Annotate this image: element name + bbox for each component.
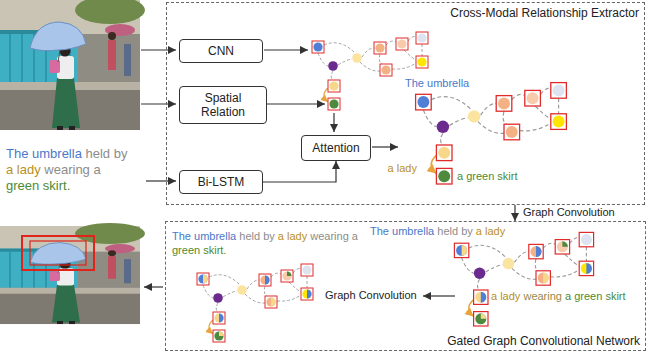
- annotation-text: The umbrella: [6, 146, 82, 162]
- relation-graph: [454, 232, 593, 326]
- annotation-text: a lady: [476, 225, 505, 238]
- annotation-text: a green skirt: [457, 170, 518, 183]
- annotation-text: The umbrella: [405, 77, 469, 90]
- annotation-group: a lady: [360, 162, 420, 175]
- connector-arrow: [514, 205, 515, 221]
- annotation-text: a lady: [6, 162, 41, 178]
- box-label: Bi-LSTM: [198, 175, 245, 189]
- annotation-text: held by: [239, 229, 274, 243]
- module-region: Cross-Modal Relationship ExtractorCNN Spa…: [166, 2, 645, 205]
- annotation-text: wearing a: [44, 162, 100, 178]
- module-title: Gated Graph Convolutional Network: [447, 334, 640, 348]
- connector-arrow: [263, 161, 336, 182]
- annotation-group: The umbrellaheld by a lady: [370, 225, 508, 238]
- annotation-group: a green skirt: [457, 170, 521, 183]
- annotation-text: a lady: [491, 290, 520, 303]
- annotation-text: The umbrella: [370, 225, 434, 238]
- annotation-text: a green skirt: [565, 290, 626, 303]
- relation-graph: [312, 32, 428, 110]
- process-box: CNN: [179, 39, 263, 63]
- process-box: Bi-LSTM: [179, 170, 263, 194]
- annotation-group: a ladywearinga green skirt: [491, 290, 629, 303]
- annotation-text: green skirt.: [6, 178, 70, 194]
- annotation-text: wearing: [523, 290, 562, 303]
- annotation-text: The umbrella: [172, 229, 236, 243]
- annotation-text: a lady: [278, 229, 307, 243]
- box-label: Spatial Relation: [184, 91, 262, 119]
- annotation-group: The umbrellaheld by a ladywearing agreen …: [6, 146, 142, 194]
- box-label: CNN: [208, 44, 234, 58]
- process-box: Attention: [301, 135, 371, 161]
- annotation-group: The umbrella: [405, 77, 472, 90]
- relation-graph: [197, 264, 313, 342]
- output-photo: [0, 223, 145, 324]
- annotation-group: Graph Convolution: [325, 289, 420, 302]
- annotation-text: wearing a: [310, 229, 358, 243]
- annotation-group: The umbrellaheld by a ladywearing a green …: [172, 229, 362, 257]
- module-title: Cross-Modal Relationship Extractor: [450, 6, 639, 20]
- annotation-text: held by: [86, 146, 128, 162]
- box-label: Attention: [312, 141, 359, 155]
- annotation-text: a lady: [388, 162, 417, 175]
- edge-label: Graph Convolution: [521, 206, 617, 219]
- annotation-text: green skirt.: [172, 243, 226, 257]
- input-photo: [0, 0, 145, 130]
- module-region: Gated Graph Convolutional Network: [165, 221, 646, 351]
- annotation-text: Graph Convolution: [325, 289, 417, 302]
- annotation-text: held by: [437, 225, 472, 238]
- process-box: Spatial Relation: [179, 86, 267, 124]
- relation-graph: [416, 83, 567, 184]
